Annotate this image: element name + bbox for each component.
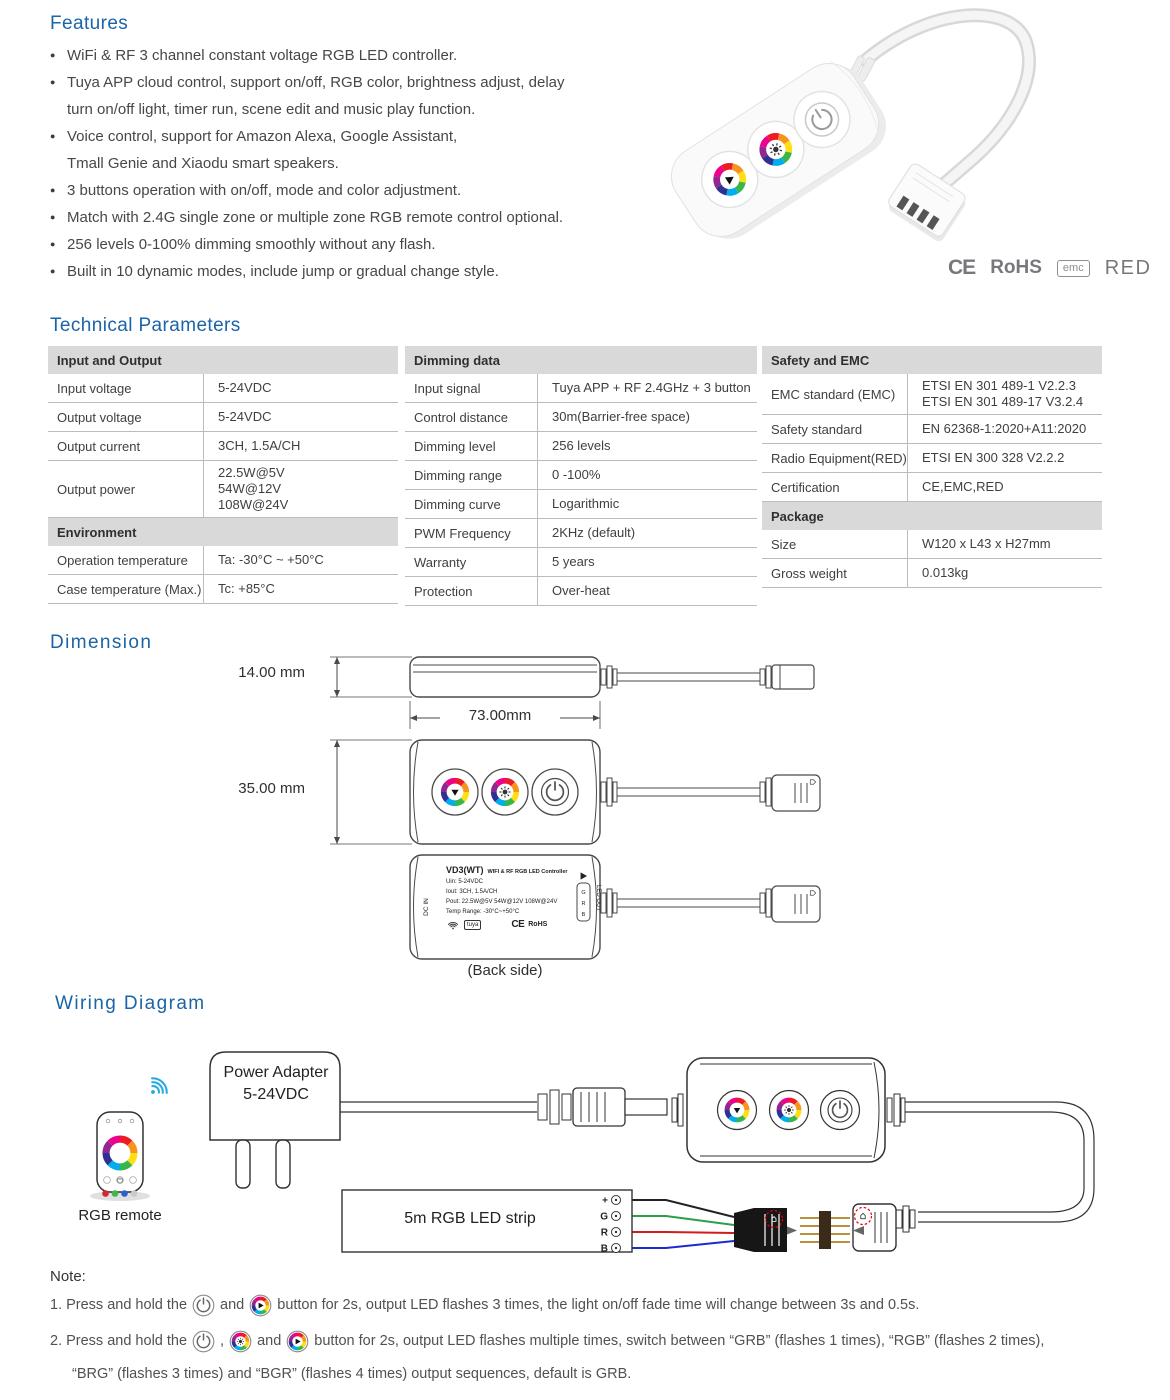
brightness-button-icon — [229, 1330, 252, 1352]
led-out-connector — [852, 1203, 916, 1252]
led-out-label: LED OUT — [595, 885, 601, 911]
brightness-button — [481, 768, 529, 816]
tech-title: Technical Parameters — [50, 315, 241, 336]
wifi-icon — [447, 921, 459, 930]
power-button-icon — [192, 1330, 215, 1352]
table-section-header: Safety and EMC — [762, 346, 1102, 374]
feature-line: turn on/off light, timer run, scene edit… — [67, 101, 476, 118]
power-button — [793, 90, 851, 149]
feature-line: ●Tuya APP cloud control, support on/off,… — [50, 74, 565, 91]
wiring-title: Wiring Diagram — [55, 993, 206, 1014]
dc-in-label: DC IN — [423, 898, 430, 916]
spec-row: Radio Equipment(RED)ETSI EN 300 328 V2.2… — [762, 444, 1102, 473]
dim-width: 73.00mm — [440, 707, 560, 724]
feature-line: Tmall Genie and Xiaodu smart speakers. — [67, 155, 339, 172]
strip-pin-r: R — [601, 1228, 609, 1239]
led-strip: + G R B — [341, 1189, 633, 1255]
emc-mark: emc — [1056, 259, 1090, 277]
pin-g: G — [581, 890, 585, 896]
strip-pin-b: B — [601, 1244, 608, 1255]
back-label: VD3(WT)WIFI & RF RGB LED Controller Uin:… — [446, 865, 568, 930]
note-2: 2. Press and hold the , and button for 2… — [50, 1328, 1044, 1354]
rgb-remote — [90, 1111, 150, 1201]
red-mark: RED — [1104, 256, 1152, 279]
feature-line: ●WiFi & RF 3 channel constant voltage RG… — [50, 47, 458, 64]
mode-button-icon — [249, 1294, 272, 1316]
strip-pin-g: G — [600, 1212, 608, 1223]
controller — [686, 1057, 886, 1163]
spec-row: EMC standard (EMC)ETSI EN 301 489-1 V2.2… — [762, 374, 1102, 415]
dimension-drawing: DC IN G R B LED OUT — [330, 656, 821, 960]
pin-r: R — [582, 901, 586, 907]
note-2-cont: “BRG” (flashes 3 times) and “BGR” (flash… — [72, 1366, 632, 1382]
feature-line: ●Match with 2.4G single zone or multiple… — [50, 209, 564, 226]
dim-height-front: 35.00 mm — [238, 780, 305, 797]
back-side-caption: (Back side) — [467, 962, 543, 979]
power-button-icon — [192, 1294, 215, 1316]
features-list: ●WiFi & RF 3 channel constant voltage RG… — [50, 42, 650, 285]
wiring-diagram: + G R B — [90, 1051, 1095, 1255]
power-adapter — [209, 1051, 341, 1189]
feature-line: ●Voice control, support for Amazon Alexa… — [50, 128, 458, 145]
note-heading: Note: — [50, 1268, 86, 1285]
power-button — [531, 768, 579, 816]
table-section-header: Environment — [48, 518, 398, 546]
pin-b: B — [582, 912, 586, 918]
certification-marks: CE RoHS emc RED — [948, 256, 1151, 280]
ce-mark: CE — [948, 256, 976, 279]
rgb-connector — [888, 163, 966, 242]
dc-plug — [537, 1087, 668, 1127]
mode-button-icon — [286, 1330, 309, 1352]
strip-pin-plus: + — [602, 1196, 608, 1207]
table-section-header: Dimming data — [405, 346, 757, 374]
power-adapter-label: Power Adapter 5-24VDC — [223, 1064, 329, 1103]
feature-line: ●256 levels 0-100% dimming smoothly with… — [50, 236, 436, 253]
strip-connector — [734, 1208, 787, 1252]
dimension-title: Dimension — [50, 632, 153, 653]
spec-row: Case temperature (Max.)Tc: +85°C — [48, 575, 398, 604]
rohs-mark: RoHS — [990, 257, 1042, 278]
tuya-logo: tuya — [464, 920, 482, 930]
wifi-signal-icon — [143, 1073, 172, 1102]
feature-line: ●3 buttons operation with on/off, mode a… — [50, 182, 462, 199]
mode-button — [431, 768, 479, 816]
rgb-remote-label: RGB remote — [78, 1207, 162, 1224]
led-strip-label: 5m RGB LED strip — [404, 1210, 536, 1227]
table-section-header: Input and Output — [48, 346, 398, 374]
table-section-header: Package — [762, 502, 1102, 530]
product-photo — [670, 8, 1036, 242]
pin-header — [800, 1211, 850, 1249]
feature-line: ●Built in 10 dynamic modes, include jump… — [50, 263, 499, 280]
table-safety-emc: Safety and EMC EMC standard (EMC)ETSI EN… — [762, 346, 1102, 588]
controller-body — [670, 60, 887, 239]
features-title: Features — [50, 13, 129, 34]
note-1: 1. Press and hold the and button for 2s,… — [50, 1292, 919, 1318]
dim-height-side: 14.00 mm — [238, 664, 305, 681]
